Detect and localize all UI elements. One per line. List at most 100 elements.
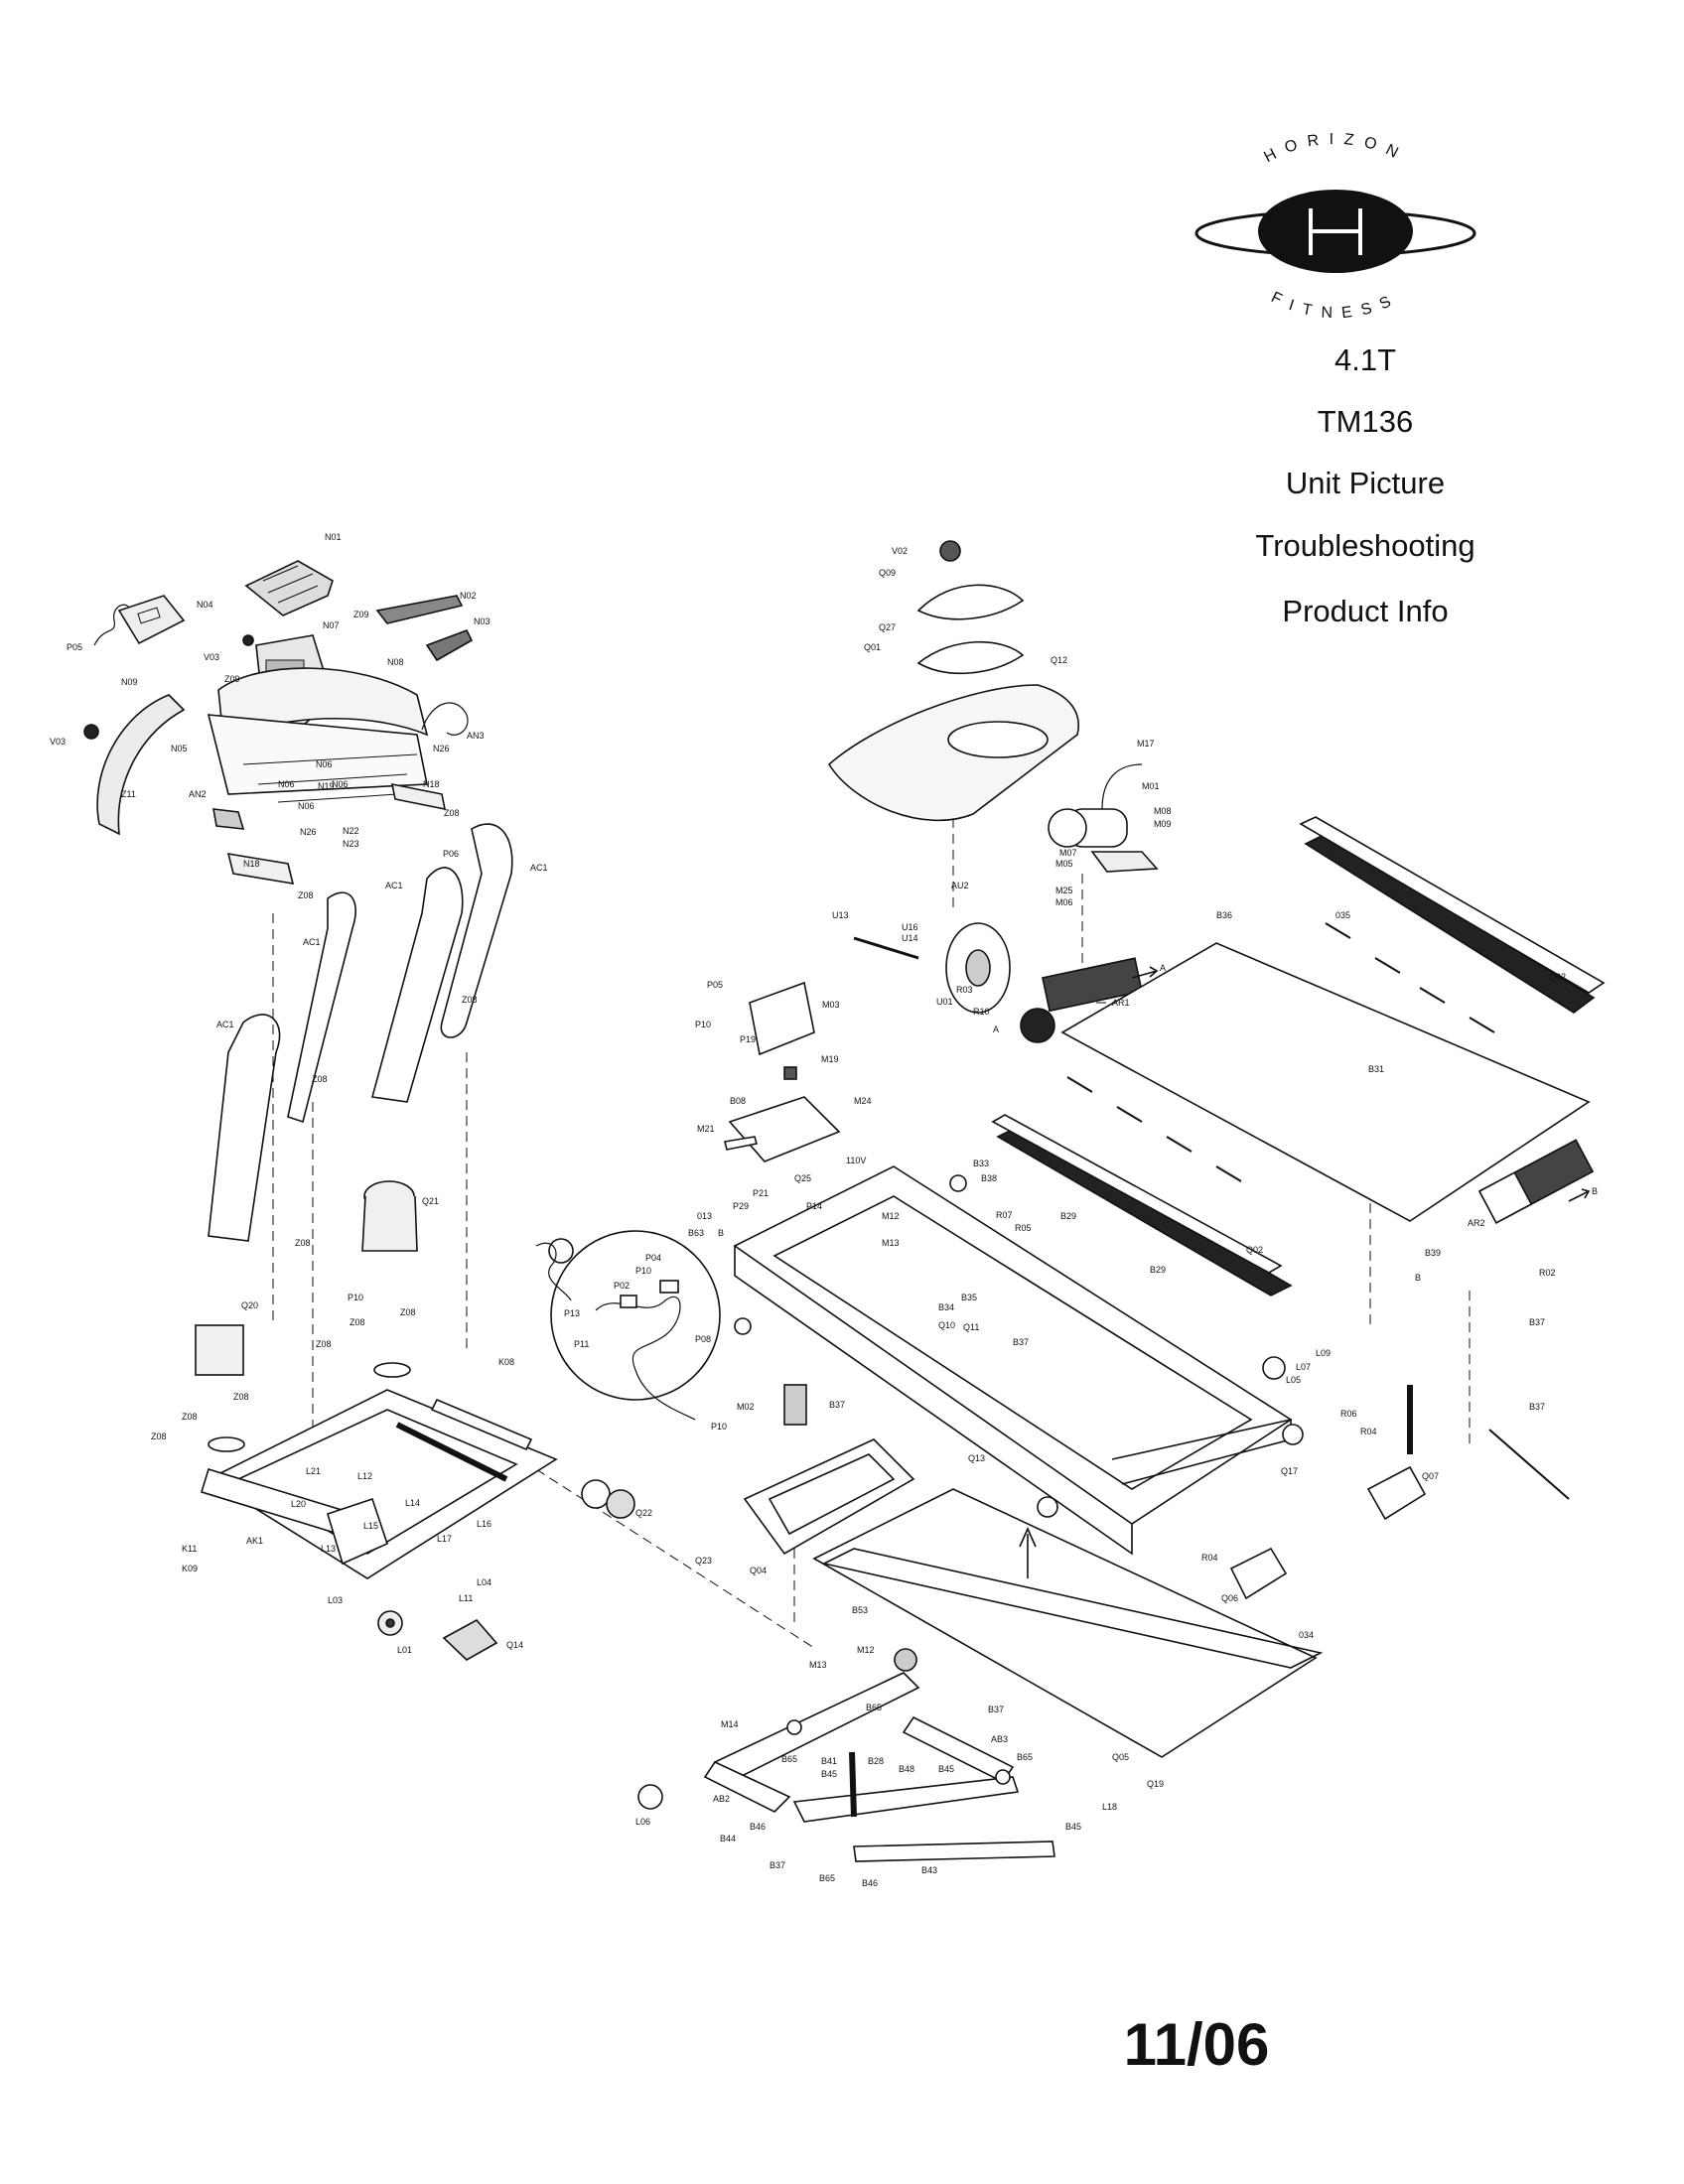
label-B29: B29 — [1150, 1265, 1166, 1275]
part-q06-endcap — [1229, 1547, 1288, 1600]
part-q01-motor-cover — [827, 684, 1079, 822]
part-u13-rod — [853, 936, 919, 960]
part-b31-deck — [1060, 942, 1591, 1222]
label-L01: L01 — [397, 1645, 412, 1655]
label-Z08: Z08 — [350, 1317, 365, 1327]
label-AK1: AK1 — [246, 1536, 263, 1546]
wiring-inset — [535, 1230, 721, 1421]
label-K11: K11 — [182, 1544, 197, 1554]
label-Q14: Q14 — [506, 1640, 523, 1650]
part-m24-plate — [728, 1096, 841, 1162]
wiring-inset-circle — [550, 1230, 721, 1401]
label-B: B — [1592, 1186, 1598, 1196]
part-v03-knob-a — [83, 724, 99, 740]
part-l05-wheel — [1262, 1356, 1286, 1380]
label-M08: M08 — [1154, 806, 1172, 816]
part-q02-rail-bottom-outline — [991, 1114, 1283, 1274]
label-N03: N03 — [474, 616, 491, 626]
label-P10: P10 — [348, 1293, 363, 1302]
label-L14: L14 — [405, 1498, 420, 1508]
label-L16: L16 — [477, 1519, 491, 1529]
label-L05: L05 — [1286, 1375, 1301, 1385]
label-L12: L12 — [357, 1471, 372, 1481]
label-M03: M03 — [822, 1000, 840, 1010]
label-A: A — [993, 1024, 999, 1034]
part-b28-cylinder — [849, 1751, 857, 1818]
label-B65: B65 — [866, 1703, 882, 1712]
part-b41-ring — [1037, 1496, 1058, 1518]
product-info-link[interactable]: Product Info — [1282, 594, 1449, 628]
label-P10: P10 — [635, 1266, 651, 1276]
label-N23: N23 — [343, 839, 359, 849]
unit-picture-link[interactable]: Unit Picture — [1285, 466, 1446, 500]
part-an3-cable — [421, 702, 469, 736]
label-A: A — [1160, 963, 1166, 973]
part-q17-wheel — [1282, 1424, 1304, 1445]
base-frame-left — [200, 1362, 635, 1661]
label-B37: B37 — [770, 1860, 785, 1870]
label-B48: B48 — [899, 1764, 914, 1774]
label-M21: M21 — [697, 1124, 715, 1134]
part-m14-bar — [713, 1672, 920, 1784]
label-AC1: AC1 — [385, 881, 403, 890]
horizon-fitness-logo: HORIZON FITNESS — [1194, 131, 1476, 322]
label-P04: P04 — [645, 1253, 661, 1263]
label-Q02: Q02 — [1246, 1245, 1263, 1255]
part-power-cord-loop — [548, 1238, 574, 1264]
label-B39: B39 — [1425, 1248, 1441, 1258]
label-P29: P29 — [733, 1201, 749, 1211]
part-l-lift-bracket — [327, 1497, 388, 1566]
label-Z08: Z08 — [312, 1074, 328, 1084]
motor-cover-group — [827, 540, 1079, 822]
part-r10-gear — [1020, 1008, 1055, 1043]
label-Z08: Z08 — [444, 808, 460, 818]
label-Q09: Q09 — [879, 568, 896, 578]
label-P14: P14 — [806, 1201, 822, 1211]
label-P10: P10 — [711, 1422, 727, 1432]
label-Q23: Q23 — [695, 1556, 712, 1566]
marker-circle-a-2 — [734, 1317, 752, 1335]
label-L13: L13 — [321, 1544, 336, 1554]
label-Q27: Q27 — [879, 622, 896, 632]
label-N06: N06 — [278, 779, 295, 789]
label-N26: N26 — [433, 744, 450, 753]
part-b37-link — [1488, 1429, 1570, 1500]
label-L06: L06 — [635, 1817, 650, 1827]
label-AN2: AN2 — [189, 789, 207, 799]
label-Z08: Z08 — [151, 1432, 167, 1441]
label-Q01: Q01 — [864, 642, 881, 652]
label-N05: N05 — [171, 744, 188, 753]
label-B45: B45 — [1065, 1822, 1081, 1832]
label-N04: N04 — [197, 600, 213, 610]
part-n03 — [425, 628, 474, 662]
model-name: 4.1T — [1333, 342, 1397, 377]
label-U13: U13 — [832, 910, 849, 920]
motor-group — [853, 763, 1159, 1043]
label-Z08: Z08 — [298, 890, 314, 900]
part-p04-connector — [659, 1280, 679, 1294]
part-labels: N01 N02 N03 N04 P05 V03 V03 N07 Z09 Z09 … — [50, 532, 1598, 1888]
marker-a-arrow-1 — [1131, 966, 1159, 979]
part-p-cable — [595, 1296, 696, 1421]
label-B29: B29 — [1060, 1211, 1076, 1221]
label-P05: P05 — [67, 642, 82, 652]
label-R04: R04 — [1201, 1553, 1218, 1563]
label-Q07: Q07 — [1422, 1471, 1439, 1481]
label-013: 013 — [697, 1211, 712, 1221]
label-P08: P08 — [695, 1334, 711, 1344]
label-Q02: Q02 — [1549, 972, 1566, 982]
label-Q19: Q19 — [1147, 1779, 1164, 1789]
label-B46: B46 — [750, 1822, 766, 1832]
part-power-cord — [535, 1242, 572, 1301]
label-AR2: AR2 — [1468, 1218, 1485, 1228]
part-ac1-arm-left — [287, 891, 356, 1124]
part-main-frame-rail — [734, 1246, 1133, 1556]
label-B63: B63 — [688, 1228, 704, 1238]
part-p02-connector — [620, 1295, 637, 1308]
troubleshooting-link[interactable]: Troubleshooting — [1255, 528, 1475, 563]
label-L20: L20 — [291, 1499, 306, 1509]
label-M01: M01 — [1142, 781, 1160, 791]
label-110V: 110V — [846, 1156, 866, 1165]
label-Q12: Q12 — [1051, 655, 1067, 665]
